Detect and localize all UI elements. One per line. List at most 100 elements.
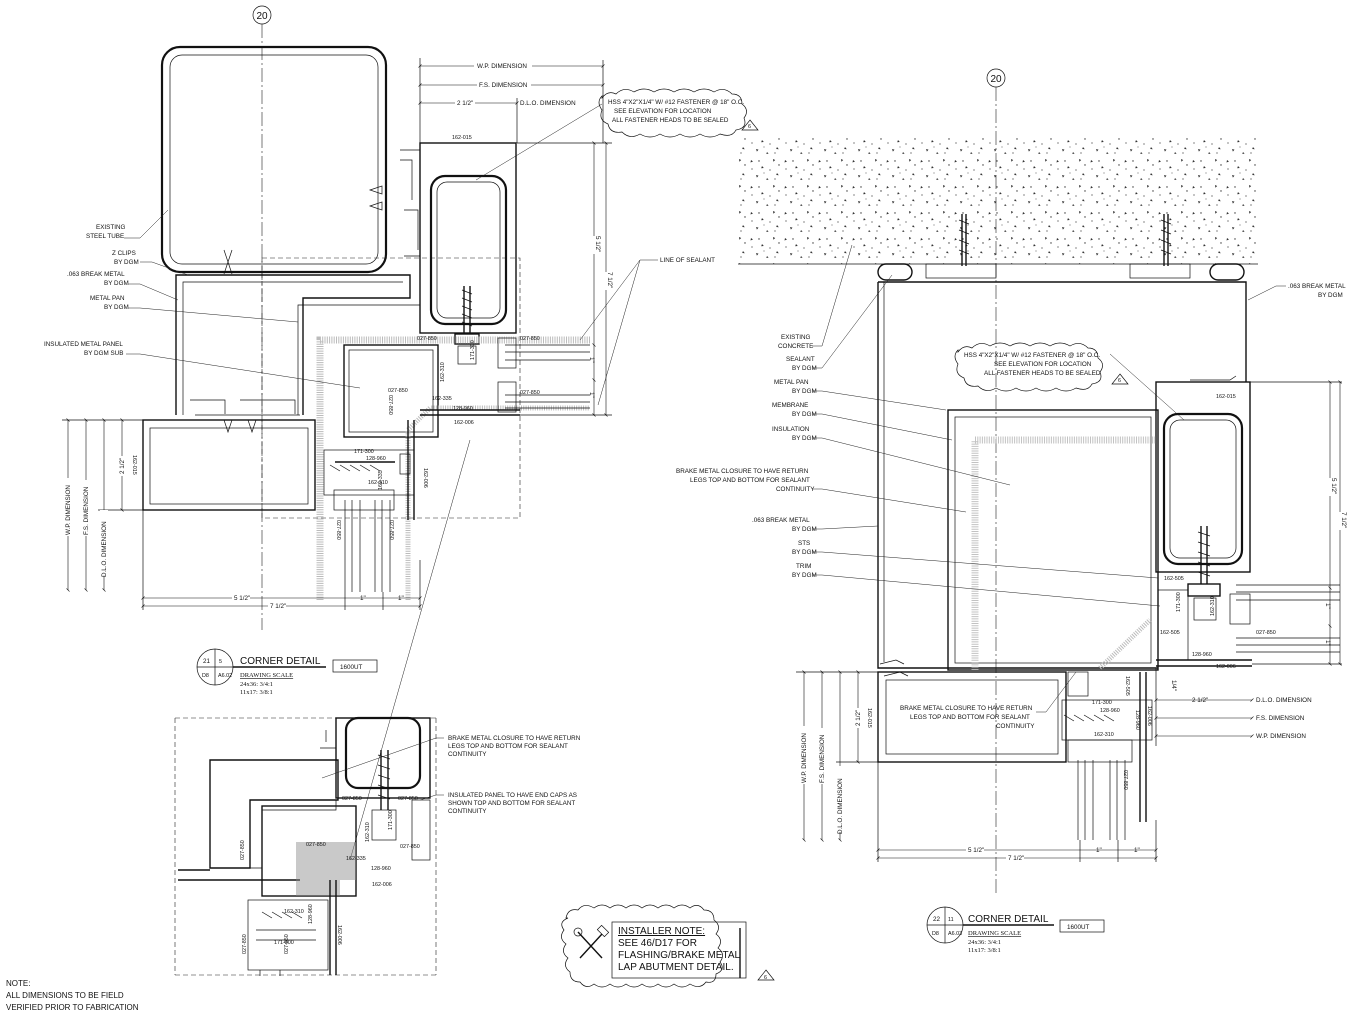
svg-text:BY DGM: BY DGM xyxy=(792,388,817,395)
callouts-22: EXISTING CONCRETE SEALANT BY DGM METAL P… xyxy=(676,244,1346,607)
part-labels-21: 162-015 027-850 027-850 027-850 171-300 … xyxy=(131,135,540,540)
svg-text:162-310: 162-310 xyxy=(365,822,371,842)
svg-text:027-850: 027-850 xyxy=(342,796,362,802)
svg-text:2 1/2": 2 1/2" xyxy=(119,458,126,474)
svg-text:7 1/2": 7 1/2" xyxy=(1340,512,1347,528)
svg-text:BY DGM: BY DGM xyxy=(1318,292,1343,299)
svg-text:CONTINUITY: CONTINUITY xyxy=(776,486,815,493)
svg-text:SEE 46/D17 FOR: SEE 46/D17 FOR xyxy=(618,938,697,949)
svg-text:171-300: 171-300 xyxy=(470,340,476,360)
svg-text:11x17: 3/8:1: 11x17: 3/8:1 xyxy=(240,689,273,696)
svg-text:162-015: 162-015 xyxy=(452,135,472,141)
svg-text:162-505: 162-505 xyxy=(1124,676,1130,696)
svg-text:SEE ELEVATION FOR LOCATION: SEE ELEVATION FOR LOCATION xyxy=(994,361,1092,368)
svg-text:162-310: 162-310 xyxy=(284,909,304,915)
svg-text:F.S. DIMENSION: F.S. DIMENSION xyxy=(819,734,826,783)
svg-text:128-960: 128-960 xyxy=(308,904,314,924)
svg-text:162-015: 162-015 xyxy=(1216,394,1236,400)
svg-text:DRAWING SCALE: DRAWING SCALE xyxy=(240,672,293,679)
enlarged-hss xyxy=(320,716,431,799)
existing-steel-tube xyxy=(160,45,388,274)
svg-text:NOTE:: NOTE: xyxy=(6,979,30,988)
svg-text:Z CLIPS: Z CLIPS xyxy=(112,250,136,257)
svg-text:027-850: 027-850 xyxy=(306,842,326,848)
enlarged-part-labels: 027-850 027-850 171-300 162-310 027-850 … xyxy=(240,796,420,954)
svg-text:TRIM: TRIM xyxy=(796,563,811,570)
svg-text:D.L.O. DIMENSION: D.L.O. DIMENSION xyxy=(1256,697,1312,704)
enlarged-detail: 027-850 027-850 171-300 162-310 027-850 … xyxy=(174,716,581,976)
svg-text:162-335: 162-335 xyxy=(346,856,366,862)
enlarged-panel xyxy=(261,805,357,897)
svg-text:162-310: 162-310 xyxy=(1094,732,1114,738)
svg-text:F.S. DIMENSION: F.S. DIMENSION xyxy=(1256,715,1305,722)
horizontal-mullion-22 xyxy=(877,671,1067,763)
svg-text:7 1/2": 7 1/2" xyxy=(1008,855,1024,862)
svg-text:171-300: 171-300 xyxy=(388,810,394,830)
svg-text:5 1/2": 5 1/2" xyxy=(1330,478,1337,494)
sealant-line-21 xyxy=(316,336,590,600)
svg-text:INSTALLER NOTE:: INSTALLER NOTE: xyxy=(618,926,705,937)
svg-text:1": 1" xyxy=(398,595,404,602)
svg-text:1": 1" xyxy=(1134,847,1140,854)
svg-text:W.P. DIMENSION: W.P. DIMENSION xyxy=(65,485,72,535)
svg-text:ALL FASTENER HEADS TO BE SEALE: ALL FASTENER HEADS TO BE SEALED xyxy=(984,370,1101,377)
svg-text:CONTINUITY: CONTINUITY xyxy=(448,751,487,758)
svg-text:BY DGM: BY DGM xyxy=(792,572,817,579)
dims-right-22: 5 1/2" 7 1/2" 1" 1" xyxy=(1250,380,1347,666)
svg-text:HSS 4"X2"X1/4" W/ #12 FASTENER: HSS 4"X2"X1/4" W/ #12 FASTENER @ 18" O.C… xyxy=(608,99,744,106)
svg-text:5: 5 xyxy=(219,659,222,665)
svg-text:1": 1" xyxy=(1324,603,1331,609)
svg-text:W.P. DIMENSION: W.P. DIMENSION xyxy=(477,63,527,70)
svg-text:128-960: 128-960 xyxy=(371,866,391,872)
svg-text:1": 1" xyxy=(1324,640,1331,646)
svg-text:6: 6 xyxy=(748,124,751,130)
svg-text:162-335: 162-335 xyxy=(378,470,384,490)
svg-text:6: 6 xyxy=(1118,378,1121,384)
svg-text:LEGS TOP AND BOTTOM FOR SEALAN: LEGS TOP AND BOTTOM FOR SEALANT xyxy=(910,714,1030,721)
svg-text:1600UT: 1600UT xyxy=(340,664,363,671)
dims-bottom-22: 5 1/2" 1" 1" 7 1/2" xyxy=(876,762,1158,862)
svg-text:HSS 4"X2"X1/4" W/ #12 FASTENER: HSS 4"X2"X1/4" W/ #12 FASTENER @ 18" O.C… xyxy=(964,352,1100,359)
svg-text:CONCRETE: CONCRETE xyxy=(778,343,813,350)
svg-text:ALL FASTENER HEADS TO BE SEALE: ALL FASTENER HEADS TO BE SEALED xyxy=(612,117,729,124)
svg-text:1": 1" xyxy=(588,357,595,363)
dims-top-21: W.P. DIMENSION F.S. DIMENSION 2 1/2" D.L… xyxy=(418,58,605,143)
svg-text:D8: D8 xyxy=(202,673,209,679)
svg-text:171-300: 171-300 xyxy=(1092,700,1112,706)
svg-text:STS: STS xyxy=(798,540,810,547)
svg-text:128-960: 128-960 xyxy=(453,406,473,412)
sealant-beads xyxy=(877,263,1245,281)
svg-text:A6.03: A6.03 xyxy=(948,931,962,937)
hss-note-22: HSS 4"X2"X1/4" W/ #12 FASTENER @ 18" O.C… xyxy=(954,342,1185,421)
svg-text:BRAKE METAL CLOSURE TO HAVE RE: BRAKE METAL CLOSURE TO HAVE RETURN xyxy=(676,468,809,475)
svg-text:BY DGM: BY DGM xyxy=(104,280,129,287)
part-labels-22: 162-015 162-505 171-300 162-310 027-850 … xyxy=(866,394,1276,790)
svg-text:027-850: 027-850 xyxy=(520,390,540,396)
svg-text:SHOWN TOP AND BOTTOM FOR SEALA: SHOWN TOP AND BOTTOM FOR SEALANT xyxy=(448,800,575,807)
svg-text:BY DGM: BY DGM xyxy=(792,365,817,372)
svg-text:INSULATED PANEL TO HAVE END CA: INSULATED PANEL TO HAVE END CAPS AS xyxy=(448,792,577,799)
insulated-metal-panel-21 xyxy=(343,344,439,438)
svg-text:171-300: 171-300 xyxy=(354,449,374,455)
svg-text:027-850: 027-850 xyxy=(240,840,246,860)
enlarge-reference-box xyxy=(261,257,521,519)
svg-text:SEE ELEVATION FOR LOCATION: SEE ELEVATION FOR LOCATION xyxy=(614,108,712,115)
svg-text:5 1/2": 5 1/2" xyxy=(234,595,250,602)
svg-text:027-850: 027-850 xyxy=(520,336,540,342)
svg-text:027-850: 027-850 xyxy=(388,388,408,394)
svg-text:2 1/2": 2 1/2" xyxy=(855,710,862,726)
svg-text:2 1/2": 2 1/2" xyxy=(457,100,473,107)
svg-text:1": 1" xyxy=(1096,847,1102,854)
installer-note-cloud: INSTALLER NOTE: SEE 46/D17 FOR FLASHING/… xyxy=(561,904,775,988)
hss-note-21: HSS 4"X2"X1/4" W/ #12 FASTENER @ 18" O.C… xyxy=(475,88,759,181)
svg-text:162-006: 162-006 xyxy=(422,468,428,488)
svg-text:CONTINUITY: CONTINUITY xyxy=(996,723,1035,730)
svg-text:162-006: 162-006 xyxy=(372,882,392,888)
svg-text:128-960: 128-960 xyxy=(1134,710,1140,730)
svg-text:027-850: 027-850 xyxy=(242,934,248,954)
svg-text:1": 1" xyxy=(360,595,366,602)
glazing-bottom-22 xyxy=(1061,671,1153,840)
svg-text:ALL DIMENSIONS TO BE FIELD: ALL DIMENSIONS TO BE FIELD xyxy=(6,991,124,1000)
svg-text:027-850: 027-850 xyxy=(284,934,290,954)
svg-text:MEMBRANE: MEMBRANE xyxy=(772,402,808,409)
